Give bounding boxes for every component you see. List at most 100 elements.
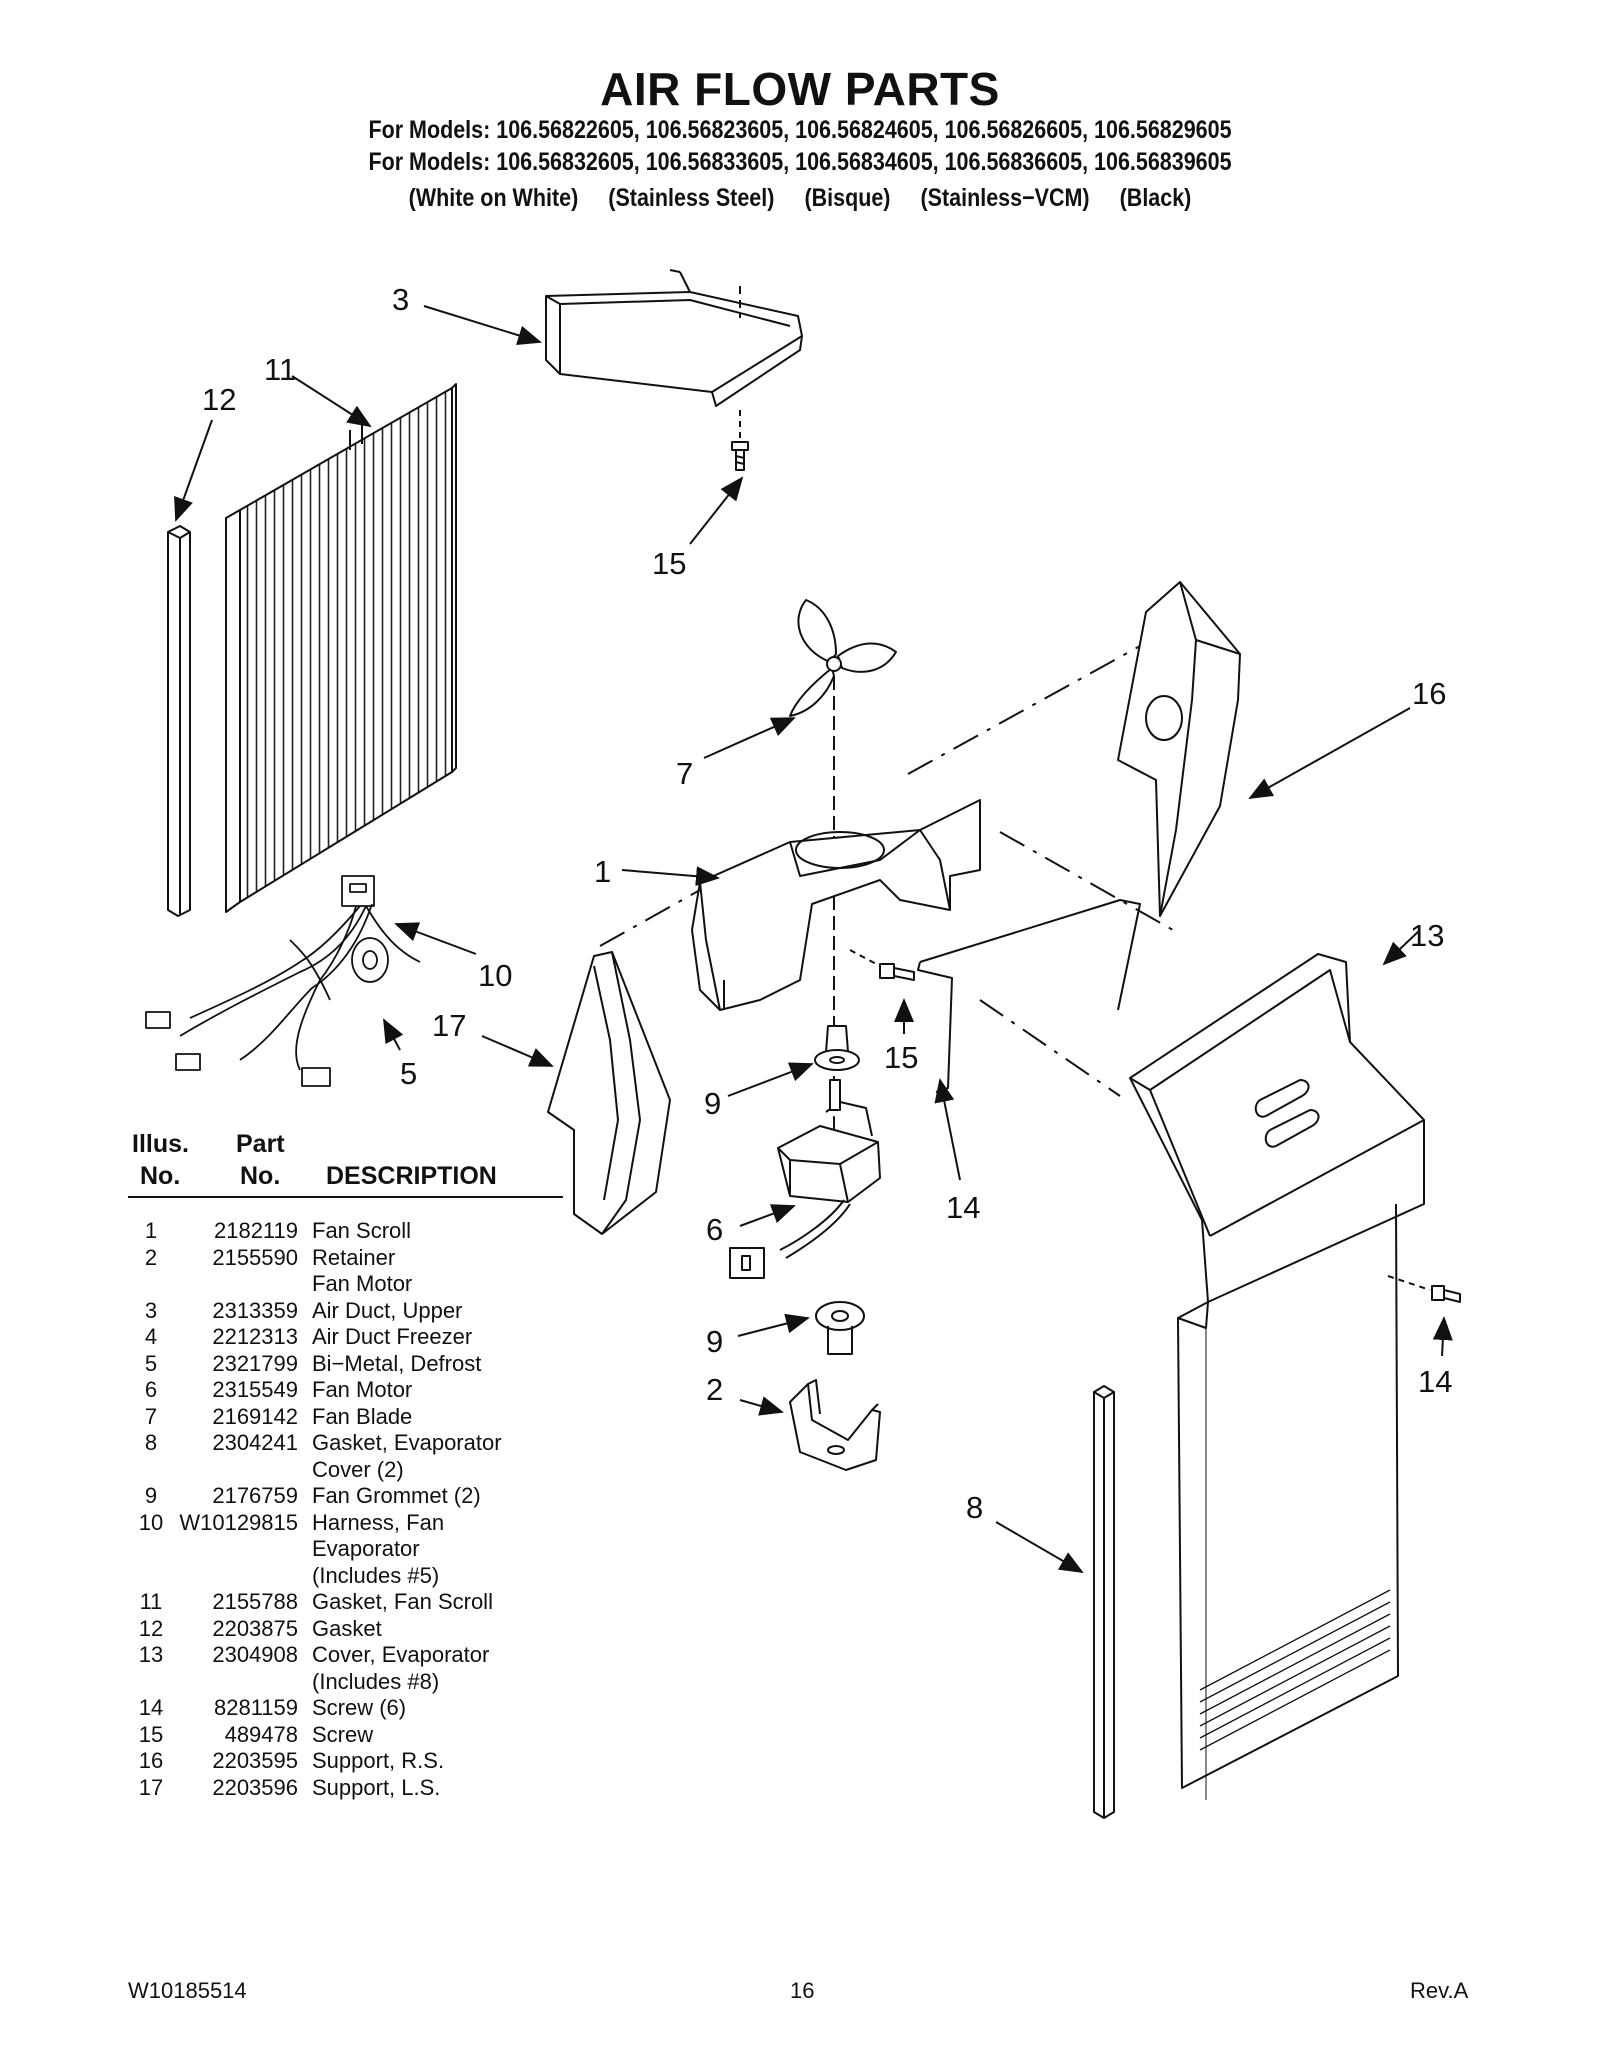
fan-motor-6 (729, 1079, 881, 1279)
callout-9-top: 9 (704, 1086, 721, 1121)
cover-evaporator-13 (1129, 953, 1425, 1800)
description: Fan Grommet (2) (312, 1483, 481, 1508)
description: Fan Blade (312, 1403, 413, 1429)
illus-no: 4 (144, 1324, 158, 1349)
fan-grommet-9-bottom (815, 1301, 865, 1355)
table-row: 16 2203595 Support, R.S. (128, 1748, 568, 1775)
callout-15-mid: 15 (884, 1040, 918, 1075)
illus-no: 11 (139, 1589, 163, 1614)
models-line-1: For Models: 106.56822605, 106.56823605, … (368, 116, 1232, 144)
part-no: 489478 (224, 1721, 298, 1747)
callout-10: 10 (478, 958, 512, 993)
doc-number: W10185514 (128, 1978, 247, 2003)
description: Support, R.S. (312, 1748, 445, 1773)
support-ls-17 (547, 951, 671, 1235)
illus-no: 7 (144, 1403, 158, 1429)
table-row: 3 2313359 Air Duct, Upper (128, 1298, 568, 1325)
illus-no: 16 (138, 1748, 164, 1773)
part-no: 2321799 (212, 1350, 298, 1376)
variant-black: (Black) (1119, 184, 1192, 212)
retainer-fan-motor-2 (789, 1379, 881, 1471)
fan-scroll-1 (691, 799, 981, 1011)
illus-no: 14 (138, 1695, 164, 1720)
gasket-evaporator-cover-8 (1093, 1385, 1115, 1819)
table-row: 10 W10129815 Harness, Fan Evaporator (Incl… (128, 1510, 568, 1590)
illus-no: 10 (138, 1509, 164, 1535)
illus-no: 6 (144, 1377, 158, 1402)
callout-3: 3 (392, 282, 409, 317)
callout-14: 14 (1418, 1364, 1452, 1399)
description: Retainer Fan Motor (312, 1244, 413, 1297)
air-duct-freezer-4 (225, 383, 457, 913)
description: Bi−Metal, Defrost (312, 1350, 482, 1376)
illus-no: 2 (144, 1244, 158, 1270)
part-no: 8281159 (213, 1695, 298, 1720)
header-part-no: No. (240, 1162, 281, 1190)
callout-13: 13 (1410, 918, 1444, 953)
callout-4: 11 (264, 352, 296, 387)
screw-15-mid (849, 949, 915, 981)
part-no: 2315549 (212, 1377, 298, 1402)
callout-7: 7 (676, 756, 693, 791)
cover-vents (1199, 1589, 1391, 1751)
callout-labels: 3 11 12 15 16 7 1 13 10 17 15 5 9 14 6 9… (202, 282, 1452, 1525)
callout-16: 16 (1412, 676, 1446, 711)
callout-leaders (174, 305, 1453, 1574)
models-line-2: For Models: 106.56832605, 106.56833605, … (368, 148, 1232, 176)
callout-1: 1 (594, 854, 611, 889)
illus-no: 9 (144, 1483, 158, 1508)
part-no: 2203875 (212, 1615, 298, 1641)
header-illus-no: No. (140, 1162, 181, 1190)
revision: Rev.A (1410, 1978, 1469, 2003)
part-no: 2169142 (212, 1403, 298, 1429)
callout-17: 17 (432, 1008, 466, 1043)
part-no: 2155788 (212, 1589, 298, 1614)
table-row: 13 2304908 Cover, Evaporator (Includes #8) (128, 1642, 568, 1695)
description: Air Duct, Upper (312, 1297, 463, 1323)
illus-no: 15 (138, 1721, 164, 1747)
part-no: 2313359 (212, 1297, 298, 1323)
illus-no: 3 (144, 1297, 158, 1323)
description: Gasket, Evaporator Cover (2) (312, 1430, 502, 1482)
support-rs-16 (1117, 581, 1241, 917)
callout-11: 14 (946, 1190, 980, 1225)
illus-no: 12 (138, 1615, 164, 1641)
part-no: W10129815 (179, 1509, 298, 1535)
callout-15-top: 15 (652, 546, 686, 581)
description: Harness, Fan Evaporator (Includes #5) (312, 1509, 445, 1588)
part-no: 2304908 (212, 1642, 298, 1667)
header-description: DESCRIPTION (326, 1162, 497, 1190)
harness-10 (145, 875, 421, 1087)
fan-blade-7 (789, 599, 897, 1140)
illus-no: 13 (138, 1642, 164, 1667)
callout-2: 2 (706, 1372, 723, 1407)
description: Gasket, Fan Scroll (312, 1589, 493, 1614)
callout-9-bottom: 9 (706, 1324, 723, 1359)
description: Cover, Evaporator (Includes #8) (312, 1642, 490, 1694)
gasket-strip-12 (167, 525, 191, 917)
callout-6: 6 (706, 1212, 723, 1247)
part-no: 2304241 (212, 1430, 298, 1455)
part-no: 2203595 (212, 1748, 298, 1773)
part-no: 2176759 (212, 1483, 298, 1508)
variant-stainless: (Stainless Steel) (608, 184, 775, 212)
description: Air Duct Freezer (312, 1324, 473, 1349)
callout-5: 5 (400, 1056, 417, 1091)
illus-no: 17 (138, 1774, 164, 1800)
parts-table-header: Illus. Part No. No. DESCRIPTION (128, 1130, 568, 1204)
header-rule (128, 1196, 563, 1198)
gasket-fan-scroll-11 (917, 899, 1141, 1093)
callout-12: 12 (202, 382, 236, 417)
screw-14 (1387, 1275, 1461, 1303)
